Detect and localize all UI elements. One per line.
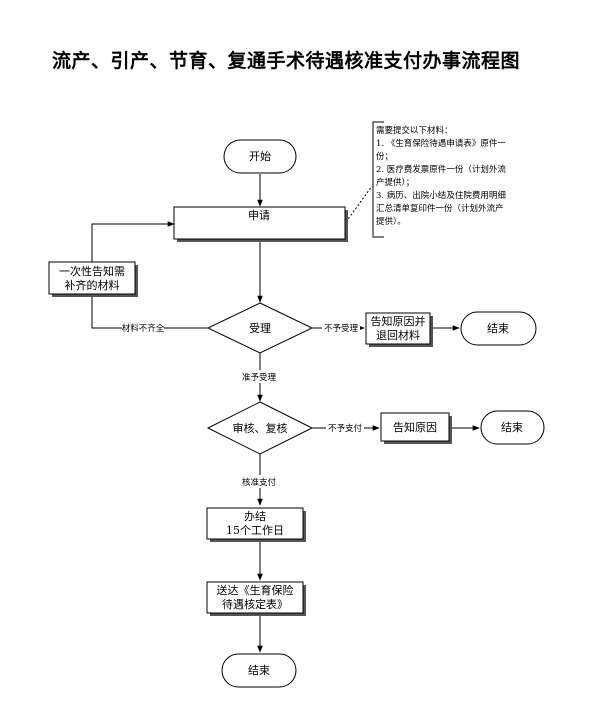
- notify-once-node: [48, 261, 136, 295]
- end-node-1: [460, 311, 537, 346]
- notify-once-line1: 一次性告知需: [59, 264, 125, 278]
- deliver-line2: 待遇核定表》: [222, 597, 288, 611]
- note-line-8: 提供）。: [376, 216, 406, 227]
- end-node-3: [221, 653, 297, 688]
- edge-notify-apply: [91, 221, 175, 262]
- end-label-2: 结束: [501, 421, 523, 434]
- edge-label-approved: 核准支付: [242, 477, 277, 488]
- notify-return-node: [365, 312, 431, 345]
- notify-return-line1: 告知原因并: [371, 314, 426, 328]
- end-label-3: 结束: [248, 664, 270, 677]
- materials-note: 需要提交以下材料： 1. 《生育保险待遇申请表》原件一 份； 2. 医疗费发票原…: [376, 125, 506, 227]
- finish-node: [206, 507, 304, 540]
- notify-reason-label: 告知原因: [393, 420, 437, 434]
- finish-line1: 办结: [244, 510, 266, 523]
- start-label: 开始: [249, 149, 271, 163]
- end-label-1: 结束: [487, 322, 509, 335]
- note-line-7: 汇总清单复印件一份（计划外流产: [376, 203, 504, 214]
- edge-label-accepted: 准予受理: [242, 372, 277, 383]
- accept-decision: [206, 302, 314, 354]
- edge-label-incomplete: 材料不齐全: [122, 323, 165, 334]
- notify-once-line2: 补齐的材料: [65, 278, 120, 292]
- note-line-1: 需要提交以下材料：: [376, 125, 453, 136]
- edge-accept-notify: [91, 295, 210, 329]
- finish-line2: 15个工作日: [226, 524, 284, 537]
- page-title: 流产、引产、节育、复通手术待遇核准支付办事流程图: [52, 50, 521, 72]
- note-line-2: 1. 《生育保险待遇申请表》原件一: [376, 138, 506, 149]
- apply-node: [173, 206, 346, 240]
- note-line-5: 产提供）；: [376, 177, 414, 188]
- note-line-3: 份；: [376, 151, 393, 162]
- notify-return-line2: 退回材料: [376, 328, 420, 342]
- end-node-2: [480, 410, 545, 445]
- accept-label: 受理: [249, 322, 271, 335]
- notify-reason-node: [380, 412, 450, 442]
- note-line-6: 3. 病历、出院小结及住院费用明细: [376, 190, 506, 201]
- edge-label-not-accepted: 不予受理: [324, 323, 359, 334]
- review-label: 审核、复核: [233, 421, 288, 435]
- note-leader: [345, 185, 373, 223]
- note-line-4: 2. 医疗费发票原件一份（计划外流: [376, 164, 506, 175]
- start-node: [223, 139, 297, 174]
- apply-label: 申请: [248, 209, 270, 222]
- edge-label-not-paid: 不予支付: [328, 423, 363, 434]
- deliver-node: [206, 581, 304, 614]
- review-decision: [206, 401, 314, 455]
- deliver-line1: 送达《生育保险: [217, 583, 294, 597]
- note-bracket: [372, 121, 384, 238]
